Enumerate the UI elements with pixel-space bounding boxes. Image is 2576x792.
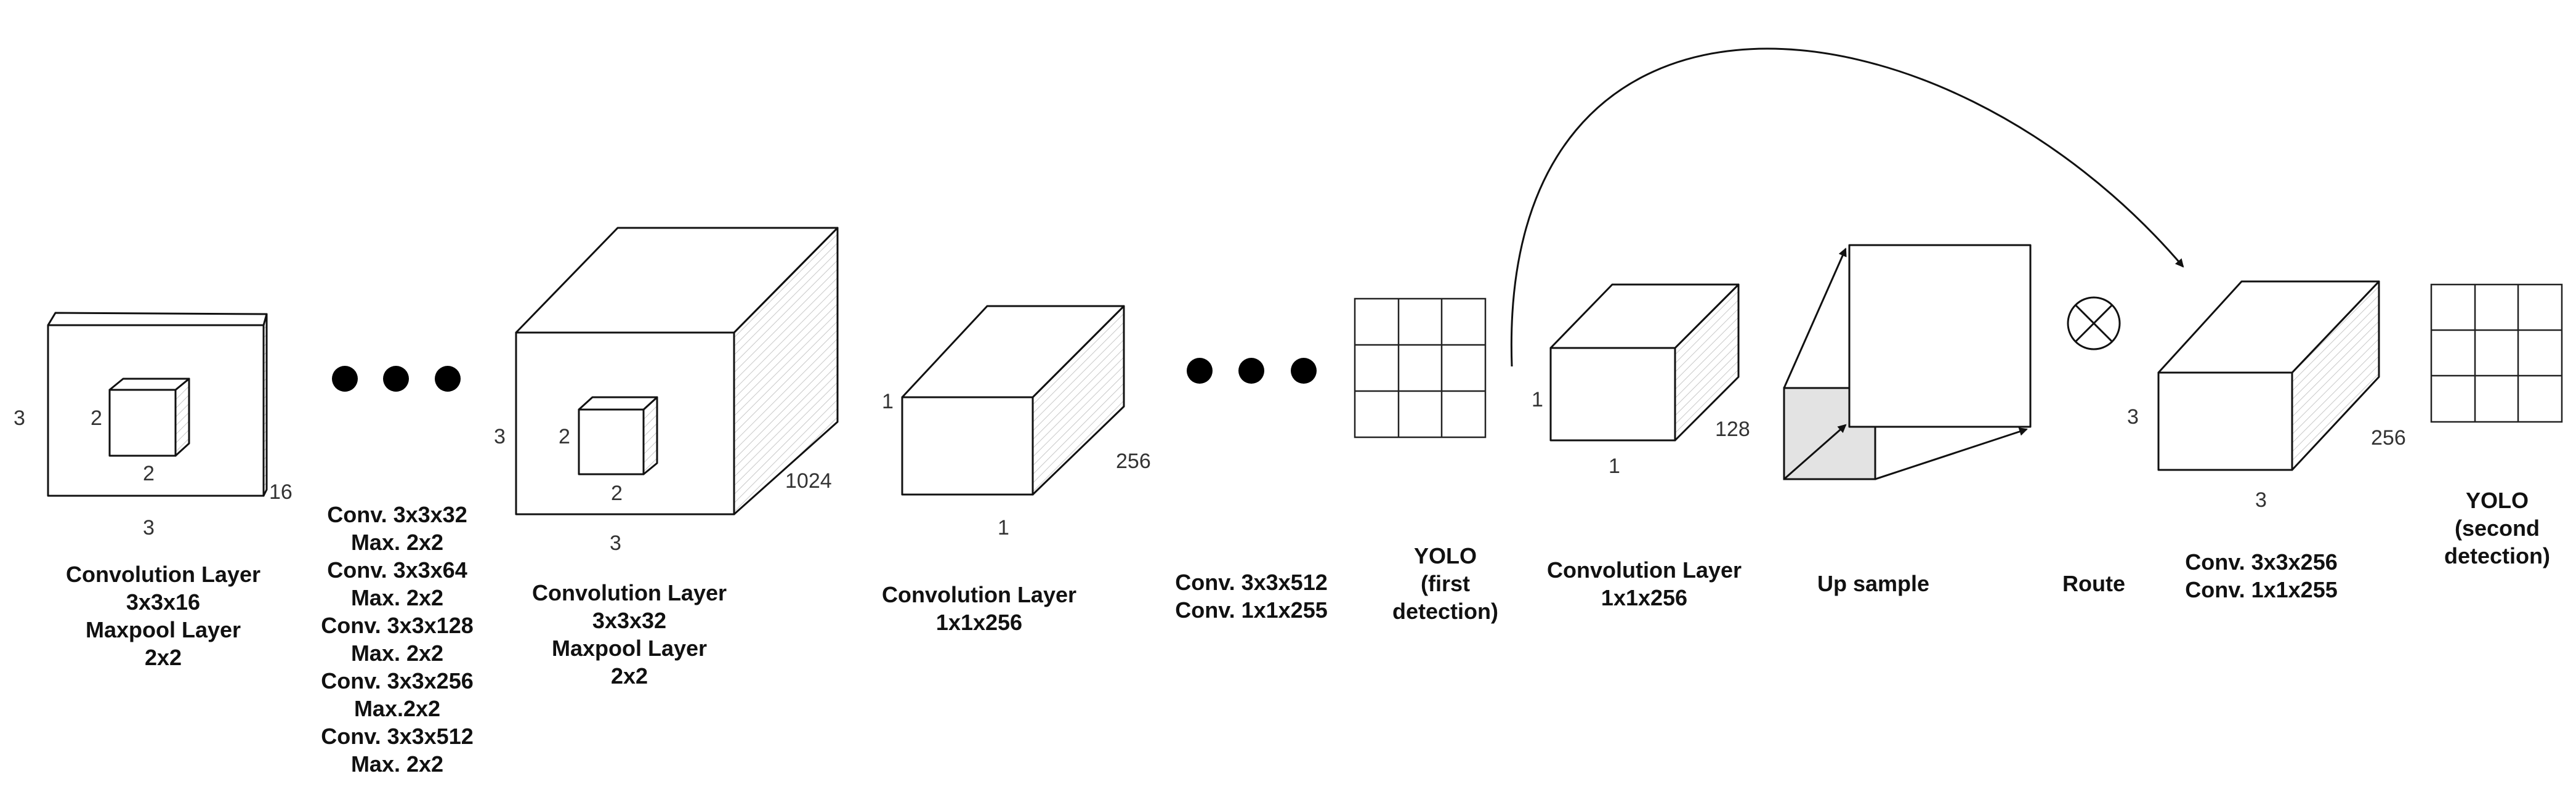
hidden-layers-caption-line: Max. 2x2 bbox=[351, 640, 443, 666]
layer3-caption: Convolution Layer 1x1x256 bbox=[882, 582, 1076, 635]
layer4-dim-bottom: 1 bbox=[1609, 455, 1620, 478]
layer2-caption-line: Maxpool Layer bbox=[552, 636, 707, 661]
layer2-inner-cube bbox=[578, 396, 658, 475]
layer2-dim-bottom: 3 bbox=[610, 531, 621, 555]
conv-block-caption: Conv. 3x3x512 Conv. 1x1x255 bbox=[1175, 570, 1327, 623]
layer3-dim-depth: 256 bbox=[1116, 450, 1151, 473]
layer4-cube bbox=[1549, 283, 1740, 442]
layer5-caption-line: Conv. 1x1x255 bbox=[2185, 577, 2337, 602]
hidden-layers-caption-line: Conv. 3x3x512 bbox=[321, 724, 473, 749]
yolo2-caption-line: YOLO bbox=[2466, 488, 2529, 513]
layer4-dim-left: 1 bbox=[1532, 388, 1543, 411]
layer1-inner-cube bbox=[108, 378, 190, 457]
yolo1-caption: YOLO (first detection) bbox=[1392, 543, 1498, 624]
upsample-caption-line: Up sample bbox=[1817, 571, 1929, 596]
layer1-dim-left: 3 bbox=[14, 406, 25, 430]
layer3-caption-line: 1x1x256 bbox=[936, 610, 1022, 635]
layer3-dim-left: 1 bbox=[882, 390, 894, 413]
skip-connection-arrow-icon bbox=[1510, 47, 2184, 367]
route-otimes-icon bbox=[2067, 296, 2121, 350]
layer2-dim-depth: 1024 bbox=[785, 469, 832, 493]
route-caption: Route bbox=[2062, 571, 2125, 596]
layer1-caption-line: Maxpool Layer bbox=[86, 617, 241, 642]
upsample-caption: Up sample bbox=[1817, 571, 1929, 596]
yolo2-grid-icon bbox=[2430, 283, 2563, 423]
hidden-layers-caption-line: Max. 2x2 bbox=[351, 751, 443, 777]
layer2-caption-line: Convolution Layer bbox=[532, 580, 727, 605]
conv-block-caption-line: Conv. 1x1x255 bbox=[1175, 597, 1327, 623]
layer3-cube bbox=[901, 305, 1125, 496]
layer1-dim-bottom: 3 bbox=[143, 516, 155, 539]
yolo2-caption-line: (second bbox=[2455, 515, 2540, 541]
ellipsis-icon bbox=[1187, 358, 1317, 384]
route-caption-line: Route bbox=[2062, 571, 2125, 596]
layer2-caption: Convolution Layer 3x3x32 Maxpool Layer 2… bbox=[532, 580, 727, 689]
layer1-dim-depth: 16 bbox=[269, 480, 293, 504]
layer5-caption: Conv. 3x3x256 Conv. 1x1x255 bbox=[2185, 549, 2337, 602]
hidden-layers-caption-line: Conv. 3x3x64 bbox=[327, 557, 467, 583]
layer1-caption-line: 2x2 bbox=[145, 645, 182, 670]
layer3-caption-line: Convolution Layer bbox=[882, 582, 1076, 607]
layer5-cube bbox=[2157, 280, 2380, 471]
yolo1-grid-icon bbox=[1354, 297, 1487, 438]
layer2-caption-line: 2x2 bbox=[611, 663, 648, 689]
layer3-dim-bottom: 1 bbox=[998, 516, 1009, 539]
layer5-dim-bottom: 3 bbox=[2255, 488, 2267, 512]
layer1-caption: Convolution Layer 3x3x16 Maxpool Layer 2… bbox=[66, 562, 260, 670]
layer5-caption-line: Conv. 3x3x256 bbox=[2185, 549, 2337, 575]
layer1-dim-inner-left: 2 bbox=[91, 406, 102, 430]
layer2-caption-line: 3x3x32 bbox=[592, 608, 666, 633]
layer2-dim-inner-bottom: 2 bbox=[611, 482, 623, 505]
layer1-dim-inner-bottom: 2 bbox=[143, 462, 155, 485]
layer2-dim-inner-left: 2 bbox=[559, 425, 570, 448]
yolo1-caption-line: YOLO bbox=[1414, 543, 1477, 568]
hidden-layers-caption-line: Max.2x2 bbox=[354, 696, 440, 721]
layer4-caption-line: 1x1x256 bbox=[1601, 585, 1687, 610]
yolo2-caption: YOLO (second detection) bbox=[2444, 488, 2550, 568]
layer1-caption-line: 3x3x16 bbox=[126, 589, 200, 615]
yolo2-caption-line: detection) bbox=[2444, 543, 2550, 568]
layer5-dim-left: 3 bbox=[2127, 405, 2139, 429]
layer2-cube bbox=[515, 227, 839, 515]
hidden-layers-caption: Conv. 3x3x32 Max. 2x2 Conv. 3x3x64 Max. … bbox=[321, 502, 473, 777]
hidden-layers-caption-line: Max. 2x2 bbox=[351, 530, 443, 555]
layer1-cube bbox=[47, 312, 268, 497]
hidden-layers-caption-line: Max. 2x2 bbox=[351, 585, 443, 610]
ellipsis-icon bbox=[332, 366, 461, 392]
hidden-layers-caption-line: Conv. 3x3x32 bbox=[327, 502, 467, 527]
hidden-layers-caption-line: Conv. 3x3x128 bbox=[321, 613, 473, 638]
hidden-layers-caption-line: Conv. 3x3x256 bbox=[321, 668, 473, 693]
layer4-caption-line: Convolution Layer bbox=[1547, 557, 1742, 583]
layer2-dim-left: 3 bbox=[494, 425, 506, 448]
layer1-caption-line: Convolution Layer bbox=[66, 562, 260, 587]
yolo1-caption-line: detection) bbox=[1392, 599, 1498, 624]
upsample-shape bbox=[1783, 244, 2032, 480]
layer5-dim-depth: 256 bbox=[2371, 426, 2406, 450]
layer4-caption: Convolution Layer 1x1x256 bbox=[1547, 557, 1742, 610]
layer4-dim-depth: 128 bbox=[1715, 418, 1750, 441]
yolo1-caption-line: (first bbox=[1421, 571, 1470, 596]
conv-block-caption-line: Conv. 3x3x512 bbox=[1175, 570, 1327, 595]
